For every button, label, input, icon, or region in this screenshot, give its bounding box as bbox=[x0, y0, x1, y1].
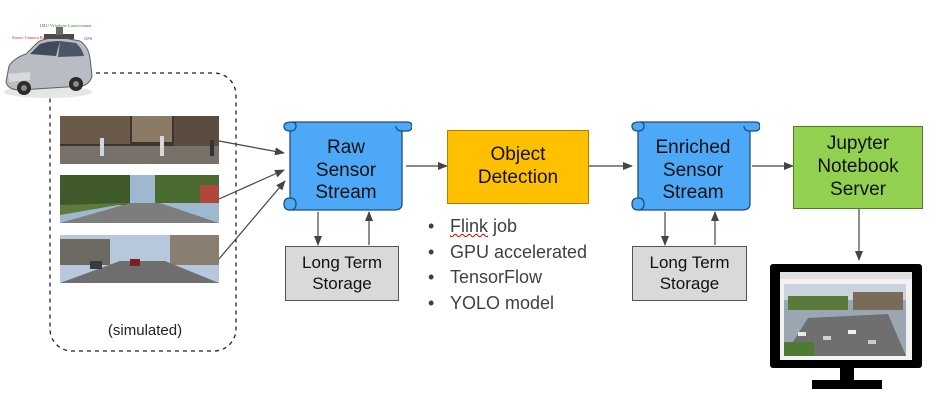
camera-image-2 bbox=[60, 175, 219, 223]
simulated-camera-group bbox=[49, 72, 237, 352]
camera-image-3 bbox=[60, 235, 219, 283]
feature-flink-word: Flink bbox=[450, 216, 489, 236]
storage-right-line-2: Storage bbox=[659, 273, 720, 293]
enriched-sensor-stream: Enriched Sensor Stream bbox=[637, 131, 749, 211]
long-term-storage-left: Long Term Storage bbox=[285, 246, 399, 301]
enriched-line-1: Enriched bbox=[655, 136, 731, 158]
raw-line-2: Sensor bbox=[315, 159, 377, 181]
raw-stream-scroll-shape bbox=[283, 121, 412, 211]
sensor-car-illustration bbox=[4, 27, 93, 98]
car-label-camera-rig: Stereo Camera Rig bbox=[12, 35, 47, 40]
detection-features-list: Flink job GPU accelerated TensorFlow YOL… bbox=[428, 214, 587, 316]
car-label-gps: GPS bbox=[84, 36, 93, 41]
detection-line-1: Object bbox=[490, 144, 546, 166]
enriched-line-3: Stream bbox=[662, 182, 724, 204]
feature-tensorflow-text: TensorFlow bbox=[450, 267, 543, 287]
arrow-image1-to-raw bbox=[218, 140, 285, 156]
object-detection-box: Object Detection bbox=[447, 130, 589, 204]
feature-yolo-text: YOLO model bbox=[450, 292, 555, 313]
jupyter-line-2: Notebook bbox=[817, 156, 899, 178]
camera-image-1 bbox=[60, 116, 219, 164]
raw-line-1: Raw bbox=[326, 136, 365, 158]
arrow-image3-to-raw bbox=[218, 180, 286, 260]
jupyter-line-3: Server bbox=[830, 178, 886, 200]
raw-sensor-stream: Raw Sensor Stream bbox=[290, 131, 402, 211]
feature-gpu-text: GPU accelerated bbox=[450, 241, 588, 262]
arrow-image2-to-raw bbox=[218, 169, 285, 200]
storage-left-line-2: Storage bbox=[312, 273, 372, 293]
raw-line-3: Stream bbox=[315, 182, 377, 204]
long-term-storage-right: Long Term Storage bbox=[632, 246, 747, 301]
detection-line-2: Detection bbox=[477, 167, 559, 188]
feature-yolo: YOLO model bbox=[428, 291, 587, 317]
feature-flink: Flink job bbox=[428, 214, 587, 240]
jupyter-line-1: Jupyter bbox=[826, 133, 890, 155]
enriched-stream-scroll-shape bbox=[631, 121, 760, 211]
enriched-line-2: Sensor bbox=[662, 159, 724, 181]
storage-left-line-1: Long Term bbox=[301, 253, 382, 273]
simulated-caption: (simulated) bbox=[107, 322, 183, 339]
car-label-laserscanner: IMU Velodyne Laserscanner bbox=[40, 23, 92, 28]
feature-flink-job: job bbox=[488, 216, 518, 236]
feature-tensorflow: TensorFlow bbox=[428, 265, 587, 291]
monitor-icon bbox=[770, 264, 922, 389]
jupyter-notebook-server-box: Jupyter Notebook Server bbox=[793, 126, 923, 209]
storage-right-line-1: Long Term bbox=[649, 253, 730, 273]
feature-gpu: GPU accelerated bbox=[428, 240, 587, 266]
